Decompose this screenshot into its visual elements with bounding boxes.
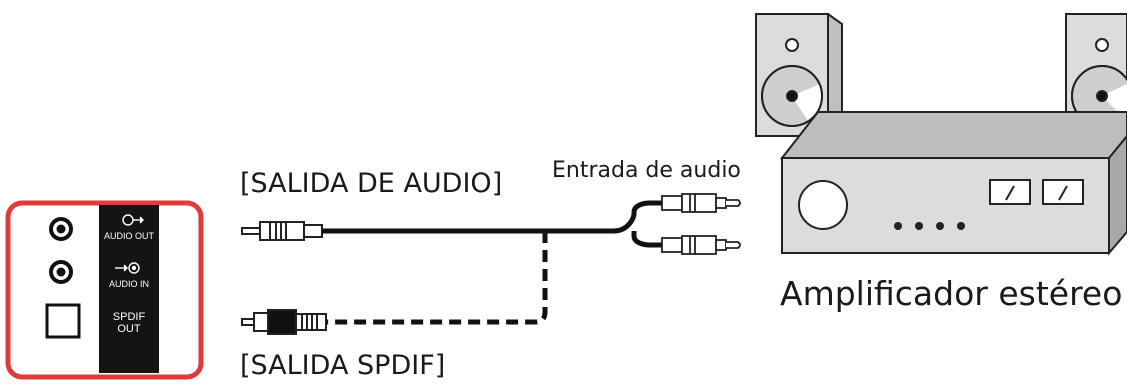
spdif-port (45, 303, 81, 339)
audio-in-icon (115, 262, 140, 274)
audio-cable (322, 200, 662, 248)
connector-panel (5, 200, 204, 380)
audio-out-jack (49, 217, 73, 241)
amplifier-label: Amplificador estéreo (780, 274, 1123, 313)
speaker-left (755, 13, 843, 137)
audio-out-label: [SALIDA DE AUDIO] (240, 168, 503, 199)
audio-out-icon (122, 214, 144, 226)
speaker-right (1065, 13, 1127, 137)
spdif-out-label: [SALIDA SPDIF] (240, 350, 446, 381)
audio-out-plug (241, 221, 323, 241)
spdif-port-label: SPDIF OUT (112, 311, 146, 336)
audio-in-label: Entrada de audio (552, 158, 741, 183)
audio-in-jack (49, 260, 73, 284)
rca-plug-top (661, 193, 741, 213)
spdif-plug (241, 309, 327, 335)
audio-in-port-label: AUDIO IN (108, 279, 149, 289)
spdif-cable (326, 231, 548, 325)
audio-out-port-label: AUDIO OUT (103, 231, 154, 241)
volume-knob (798, 180, 848, 230)
rca-plug-bottom (661, 235, 741, 255)
amplifier (779, 111, 1127, 256)
level-meters (989, 179, 1084, 205)
indicator-dots (894, 222, 965, 230)
